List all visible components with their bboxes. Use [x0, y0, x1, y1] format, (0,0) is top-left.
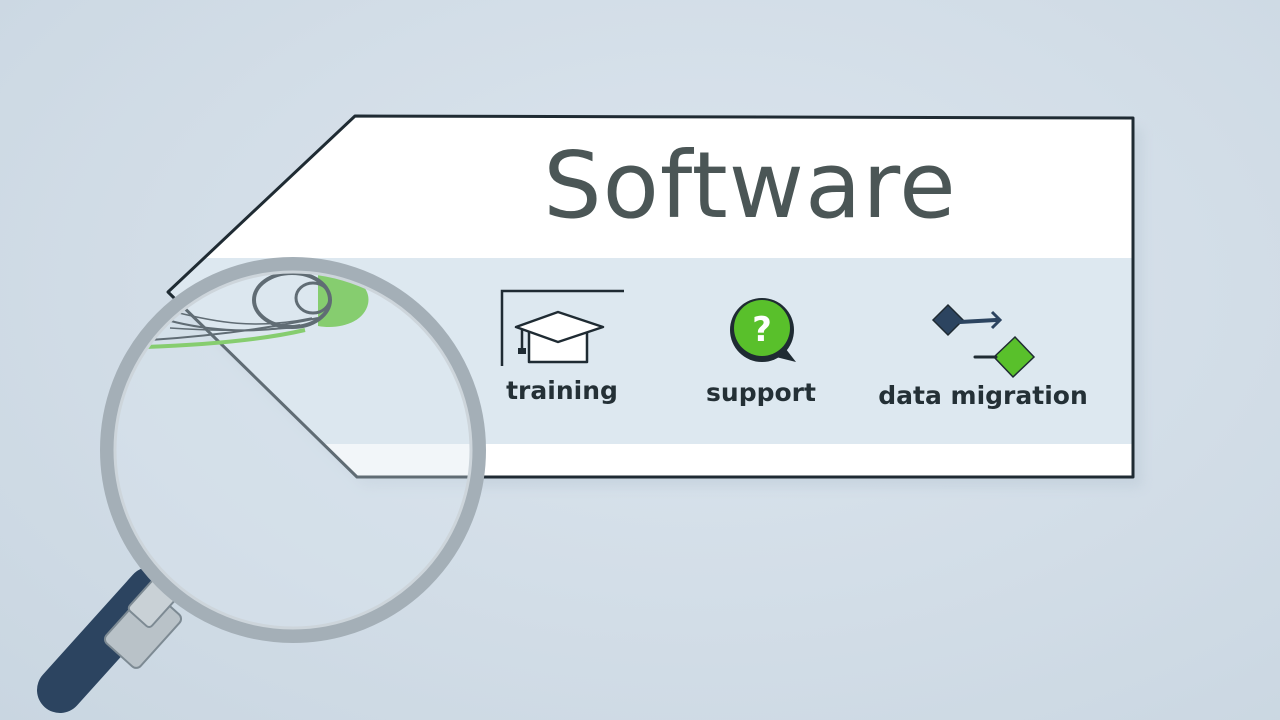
data-transfer-icon: [931, 303, 1036, 379]
question-bubble-icon: ?: [730, 298, 796, 362]
training-label: training: [506, 376, 618, 405]
support-label: support: [706, 378, 816, 407]
price-tag: [166, 114, 1135, 479]
svg-text:?: ?: [752, 310, 772, 350]
tag-title: Software: [543, 132, 957, 239]
data-migration-label: data migration: [878, 381, 1088, 410]
magnifying-glass-icon: [37, 257, 486, 713]
graduation-cap-icon: [500, 289, 624, 366]
